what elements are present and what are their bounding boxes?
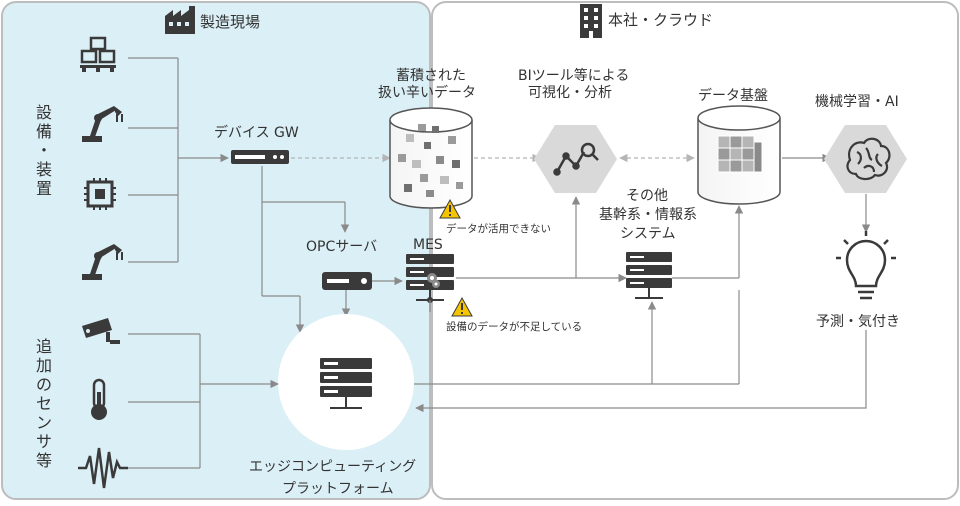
edge-platform-label-line2: プラットフォーム [282, 481, 394, 497]
chart-search-icon [553, 142, 599, 176]
chip-icon [84, 178, 116, 210]
gateway-icon [231, 150, 289, 164]
server-icon [322, 272, 372, 290]
bi-hexagon [534, 125, 617, 193]
data-platform-label: データ基盤 [698, 87, 768, 104]
camera-icon [82, 318, 120, 344]
opc-server-label: OPCサーバ [306, 239, 377, 255]
feedback-connector [415, 330, 867, 413]
database-icon [389, 107, 473, 209]
equipment-label: 設備・装置 [36, 103, 52, 198]
prediction-label: 予測・気付き [816, 314, 900, 330]
stored-data-label-line1: 蓄積された [396, 68, 466, 84]
other-systems-label-line1: その他 [626, 188, 668, 204]
bi-tools-label-line2: 可視化・分析 [528, 85, 612, 101]
edge-connectors [414, 290, 740, 385]
other-systems-label-line2: 基幹系・情報系 [599, 206, 697, 223]
warning-icon [439, 198, 461, 219]
factory-icon [165, 6, 195, 34]
server-icon [320, 358, 372, 409]
warning-data-insufficient: 設備のデータが不足している [446, 320, 582, 333]
factory-title: 製造現場 [200, 13, 260, 31]
building-icon [580, 4, 602, 38]
machine-learning-label: 機械学習・AI [815, 94, 899, 110]
warning-data-unusable: データが活用できない [446, 222, 551, 235]
other-systems-label-line3: システム [620, 226, 676, 242]
mes-label: MES [413, 237, 443, 253]
bi-tools-label-line1: BIツール等による [518, 67, 629, 84]
equipment-connectors [128, 57, 229, 263]
device-gw-label: デバイス GW [214, 124, 299, 141]
warning-icon [451, 296, 473, 317]
waveform-icon [78, 447, 128, 489]
database-icon [697, 105, 781, 205]
cloud-title: 本社・クラウド [608, 11, 713, 29]
lightbulb-icon [836, 231, 896, 300]
stored-data-label-line2: 扱い辛いデータ [378, 84, 476, 101]
robot-arm-icon [82, 244, 123, 280]
edge-platform-label-line1: エッジコンピューティング [249, 459, 416, 475]
mes-connectors [456, 196, 744, 283]
sensor-connectors [128, 333, 279, 469]
server-icon [626, 252, 672, 299]
brain-icon [846, 137, 891, 181]
gw-connectors [261, 166, 350, 333]
ml-hexagon [824, 125, 907, 193]
thermometer-icon [91, 378, 107, 420]
robot-arm-icon [82, 106, 123, 142]
sensors-label: 追加のセンサ等 [36, 337, 52, 470]
opc-connectors [341, 276, 403, 317]
boxes-icon [80, 36, 116, 72]
gear-icon [427, 273, 440, 288]
